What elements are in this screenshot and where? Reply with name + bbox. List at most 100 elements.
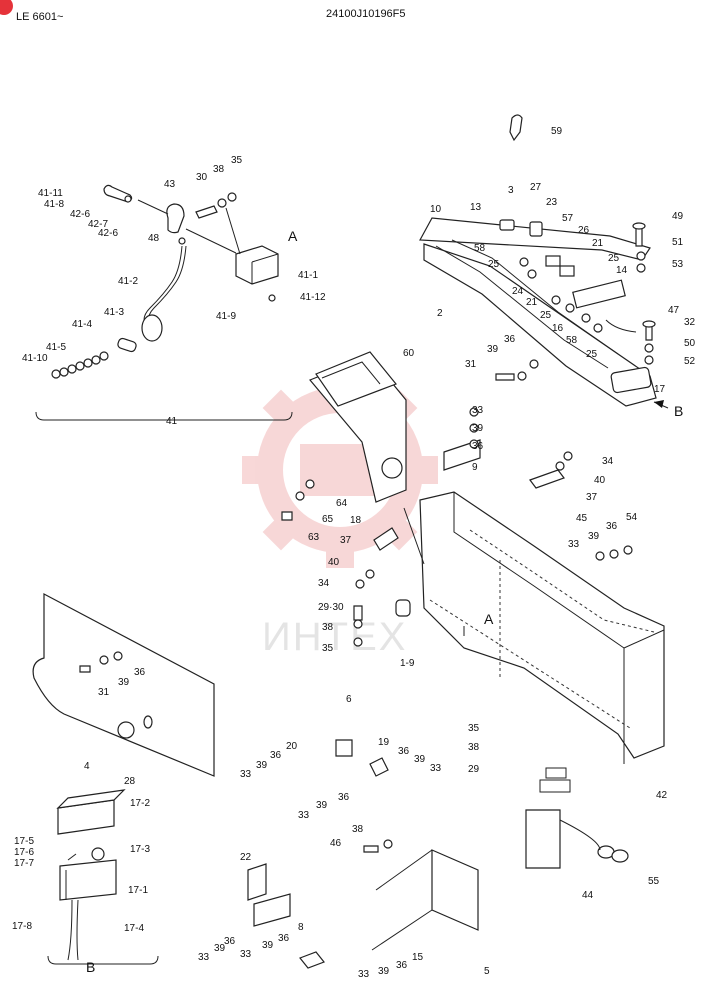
part-callout: 48 bbox=[148, 233, 160, 244]
part-callout: 36 bbox=[396, 960, 408, 971]
part-callout: 39 bbox=[118, 677, 130, 688]
part-callout: 25 bbox=[608, 253, 620, 264]
part-callout: 15 bbox=[412, 952, 424, 963]
part-callout: 25 bbox=[488, 259, 500, 270]
part-callout: 36 bbox=[398, 746, 410, 757]
part-callout: 50 bbox=[684, 338, 696, 349]
watermark-gear-logo: ИНТЕХ bbox=[242, 372, 438, 659]
part-callout: 32 bbox=[684, 317, 696, 328]
part-callout: 9 bbox=[472, 462, 478, 473]
side-panel-4 bbox=[32, 593, 215, 777]
part-callout: 40 bbox=[594, 475, 606, 486]
part-callout: 36 bbox=[134, 667, 146, 678]
part-callout: 29·30 bbox=[318, 602, 344, 613]
part-callout: 53 bbox=[672, 259, 684, 270]
part-callout: 41-8 bbox=[44, 199, 64, 210]
part-callout: 55 bbox=[648, 876, 660, 887]
part-callout: 33 bbox=[358, 969, 370, 980]
part-callout: 17-4 bbox=[124, 923, 144, 934]
model-range-label: LE 6601~ bbox=[16, 11, 63, 23]
part-callout: 37 bbox=[340, 535, 352, 546]
part-callout: 21 bbox=[526, 297, 538, 308]
part-callout: 38 bbox=[468, 742, 480, 753]
part-callout: 44 bbox=[582, 890, 594, 901]
part-callout: 10 bbox=[430, 204, 442, 215]
part-callout: 17 bbox=[654, 384, 666, 395]
part-callout: 30 bbox=[196, 172, 208, 183]
part-callout: 33 bbox=[298, 810, 310, 821]
console-cover-60 bbox=[281, 351, 407, 521]
part-callout: 25 bbox=[540, 310, 552, 321]
part-callout: 49 bbox=[672, 211, 684, 222]
part-callout: 29 bbox=[468, 764, 480, 775]
part-callout: 39 bbox=[487, 344, 499, 355]
section-marker-A-mid: A bbox=[484, 611, 494, 627]
part-callout: 1-9 bbox=[400, 658, 415, 669]
part-callout: 18 bbox=[350, 515, 362, 526]
part-callout: 33 bbox=[472, 405, 484, 416]
part-callout: 51 bbox=[672, 237, 684, 248]
main-console-frame bbox=[353, 407, 665, 764]
part-callout: 65 bbox=[322, 514, 334, 525]
console-top-assembly bbox=[419, 114, 669, 409]
part-callout: 34 bbox=[602, 456, 614, 467]
part-callout: 36 bbox=[606, 521, 618, 532]
part-callout: 33 bbox=[198, 952, 210, 963]
part-callout: 24 bbox=[512, 286, 524, 297]
part-callout: 54 bbox=[626, 512, 638, 523]
part-callout: 52 bbox=[684, 356, 696, 367]
part-callout: 17-3 bbox=[130, 844, 150, 855]
part-callout: 39 bbox=[262, 940, 274, 951]
part-callout: 27 bbox=[530, 182, 542, 193]
part-callout: 42 bbox=[656, 790, 668, 801]
part-callout: 36 bbox=[224, 936, 236, 947]
part-callout: 38 bbox=[213, 164, 225, 175]
part-callout: 41-1 bbox=[298, 270, 318, 281]
lower-bracket-assembly bbox=[247, 739, 629, 969]
part-callout: 41-4 bbox=[72, 319, 92, 330]
part-callout: 33 bbox=[568, 539, 580, 550]
part-callout: 17-2 bbox=[130, 798, 150, 809]
part-callout: 35 bbox=[231, 155, 243, 166]
part-callout: 41-12 bbox=[300, 292, 326, 303]
part-callout: 43 bbox=[164, 179, 176, 190]
diagram-code: 24100J10196F5 bbox=[326, 8, 406, 20]
part-callout: 36 bbox=[504, 334, 516, 345]
section-marker-B-right: B bbox=[674, 403, 683, 419]
part-callout: 38 bbox=[322, 622, 334, 633]
part-callout: 16 bbox=[552, 323, 564, 334]
part-callout: 58 bbox=[474, 243, 486, 254]
part-callout: 39 bbox=[588, 531, 600, 542]
part-callout: 41 bbox=[166, 416, 178, 427]
part-callout: 60 bbox=[403, 348, 415, 359]
part-callout: 33 bbox=[240, 769, 252, 780]
part-callout: 41-11 bbox=[38, 188, 63, 199]
relay-box-17 bbox=[47, 789, 159, 965]
part-callout: 17-8 bbox=[12, 921, 32, 932]
part-callout: 31 bbox=[98, 687, 110, 698]
part-callout: 36 bbox=[338, 792, 350, 803]
part-callout: 35 bbox=[468, 723, 480, 734]
part-callout: 28 bbox=[124, 776, 136, 787]
part-callout: 33 bbox=[430, 763, 442, 774]
part-callout: 34 bbox=[318, 578, 330, 589]
part-callout: 6 bbox=[346, 694, 352, 705]
part-callout: 42-6 bbox=[98, 228, 118, 239]
part-callout: 14 bbox=[616, 265, 628, 276]
part-callout: 8 bbox=[298, 922, 304, 933]
part-callout: 17-7 bbox=[14, 858, 34, 869]
part-callout: 36 bbox=[270, 750, 282, 761]
part-callout: 37 bbox=[586, 492, 598, 503]
section-marker-A-top: A bbox=[288, 228, 298, 244]
part-callout: 39 bbox=[378, 966, 390, 977]
part-callout: 31 bbox=[465, 359, 477, 370]
part-callout: 57 bbox=[562, 213, 574, 224]
part-callout: 23 bbox=[546, 197, 558, 208]
part-callout: 3 bbox=[508, 185, 514, 196]
part-callout: 19 bbox=[378, 737, 390, 748]
part-callout: 33 bbox=[240, 949, 252, 960]
part-callout: 17-1 bbox=[128, 885, 148, 896]
